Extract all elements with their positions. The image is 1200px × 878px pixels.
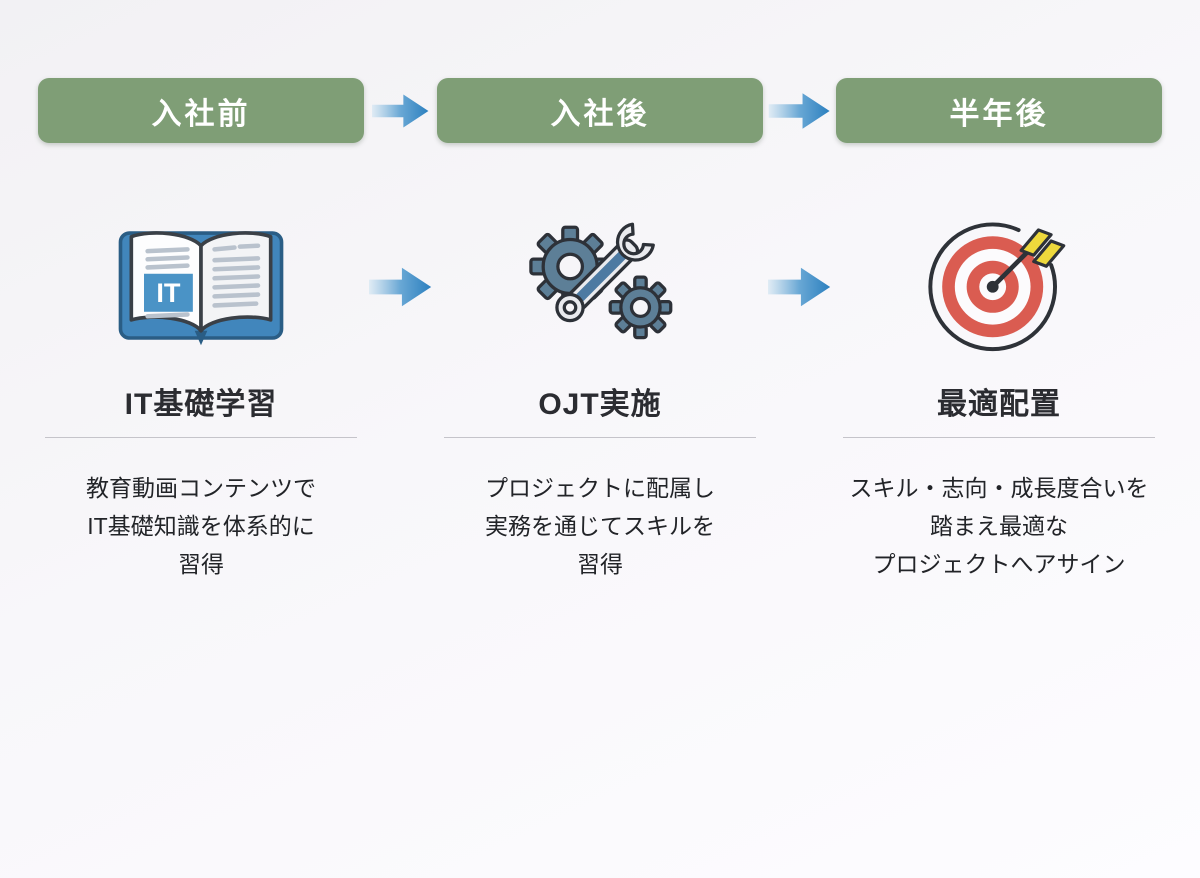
stage-divider: [437, 437, 763, 465]
right-arrow-icon: [767, 267, 830, 307]
stage-title-ojt: OJT実施: [538, 388, 662, 421]
dartboard-dart-icon: [928, 222, 1066, 352]
icon-arrow-cell-2: [763, 143, 836, 365]
stage-icon-cell-2: [437, 143, 763, 365]
open-book-it-icon: IT: [118, 231, 284, 346]
right-arrow-icon: [368, 267, 431, 307]
stage-title-it-basics: IT基礎学習: [124, 388, 278, 421]
stage-header-half-year-later: 半年後: [836, 78, 1162, 143]
stage-icon-cell-3: [836, 143, 1162, 365]
header-arrow-cell-1: [364, 78, 437, 143]
stage-divider: [38, 437, 364, 465]
stage-title-placement: 最適配置: [937, 388, 1061, 421]
flow-diagram: 入社前 入社後 半年後: [38, 78, 1162, 583]
stage-description-ojt: プロジェクトに配属し 実務を通じてスキルを 習得: [485, 475, 715, 577]
header-arrow-cell-2: [763, 78, 836, 143]
stage-description-placement: スキル・志向・成長度合いを 踏まえ最適な プロジェクトへアサイン: [849, 475, 1149, 577]
stage-header-after-joining: 入社後: [437, 78, 763, 143]
icon-arrow-cell-1: [364, 143, 437, 365]
right-arrow-icon: [768, 92, 830, 129]
right-arrow-icon: [371, 94, 428, 127]
book-it-label: IT: [156, 277, 181, 308]
stage-description-it-basics: 教育動画コンテンツで IT基礎知識を体系的に 習得: [86, 475, 316, 577]
gears-wrench-icon: [529, 222, 673, 340]
stage-header-before-joining: 入社前: [38, 78, 364, 143]
stage-icon-cell-1: IT: [38, 143, 364, 365]
stage-divider: [836, 437, 1162, 465]
